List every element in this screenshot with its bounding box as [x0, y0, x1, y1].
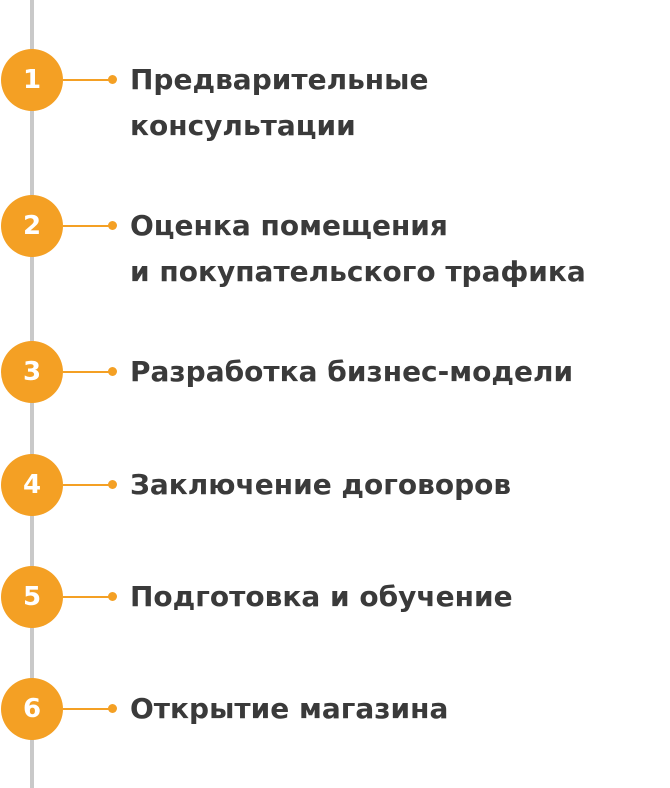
step-number: 3	[22, 357, 42, 387]
connector-line	[63, 596, 112, 598]
step-label-line: Оценка помещения	[130, 209, 448, 242]
connector-dot	[108, 704, 117, 713]
connector-line	[63, 708, 112, 710]
step-number: 1	[22, 65, 42, 95]
connector-dot	[108, 480, 117, 489]
step-number: 5	[22, 582, 42, 612]
connector-dot	[108, 75, 117, 84]
step-number: 6	[22, 694, 42, 724]
step-label: Оценка помещения и покупательского трафи…	[130, 203, 650, 295]
step-label-line: Заключение договоров	[130, 468, 512, 501]
step-number-circle: 1	[1, 49, 63, 111]
step-label-line: консультации	[130, 109, 356, 142]
step-number-circle: 3	[1, 341, 63, 403]
connector-dot	[108, 592, 117, 601]
step-number: 2	[22, 211, 42, 241]
step-number-circle: 2	[1, 195, 63, 257]
step-label-line: Предварительные	[130, 63, 429, 96]
step-label-line: Открытие магазина	[130, 692, 449, 725]
step-number-circle: 5	[1, 566, 63, 628]
connector-line	[63, 371, 112, 373]
connector-line	[63, 484, 112, 486]
step-number-circle: 6	[1, 678, 63, 740]
step-label: Заключение договоров	[130, 462, 650, 508]
step-label: Разработка бизнес-модели	[130, 349, 650, 395]
step-number-circle: 4	[1, 454, 63, 516]
step-label-line: и покупательского трафика	[130, 255, 586, 288]
step-number: 4	[22, 470, 42, 500]
connector-dot	[108, 367, 117, 376]
connector-dot	[108, 221, 117, 230]
step-label: Открытие магазина	[130, 686, 650, 732]
step-label-line: Подготовка и обучение	[130, 580, 513, 613]
step-label-line: Разработка бизнес-модели	[130, 355, 574, 388]
connector-line	[63, 79, 112, 81]
connector-line	[63, 225, 112, 227]
step-label: Подготовка и обучение	[130, 574, 650, 620]
step-label: Предварительные консультации	[130, 57, 650, 149]
